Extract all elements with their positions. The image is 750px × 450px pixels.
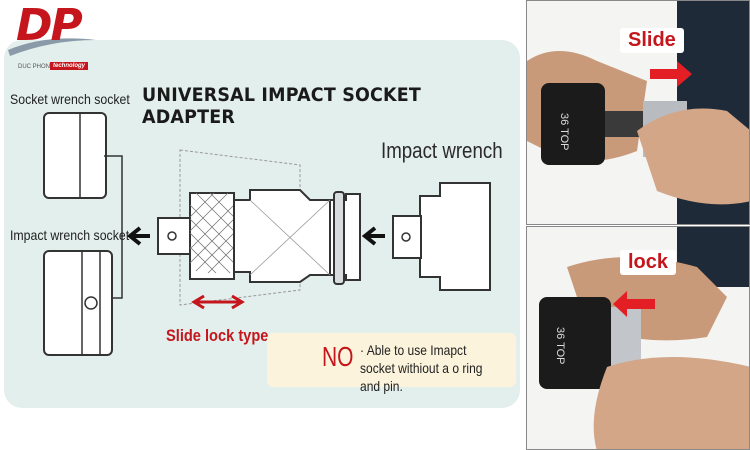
impact-socket-pin-hole <box>84 296 98 310</box>
socket-photo-bottom <box>539 297 611 389</box>
label-slide-lock-type: Slide lock type <box>166 326 269 345</box>
adapter-ghost-outline <box>179 149 301 306</box>
adapter-o-ring <box>333 191 345 285</box>
hand-right-top <box>637 108 749 205</box>
knurl-pattern <box>189 192 235 274</box>
note-box <box>267 333 516 387</box>
diagram-title: UNIVERSAL IMPACT SOCKET ADAPTER <box>142 84 421 128</box>
arrow-left-icon <box>126 226 150 246</box>
adapter-knurled-collar <box>189 192 235 280</box>
note-no-text: NO <box>322 341 354 372</box>
logo-mark: DP <box>16 0 83 51</box>
slide-arrow-icon <box>650 61 692 87</box>
logo-company-name: DUC PHONG <box>18 64 55 70</box>
socket-wrench-socket-shape <box>43 112 107 199</box>
socket-marking-bottom: 36 TOP <box>554 327 566 365</box>
socket-marking-top: 36 TOP <box>558 113 570 151</box>
photo-label-lock: lock <box>620 250 677 275</box>
label-impact-wrench-socket: Impact wrench socket <box>10 227 130 243</box>
impact-wrench-socket-shape <box>43 250 113 356</box>
logo-tagline: technology <box>50 62 89 70</box>
diagram-panel: DP DUC PHONG technology UNIVERSAL IMPACT… <box>4 0 520 408</box>
arrow-input-icon <box>361 226 385 246</box>
label-impact-wrench: Impact wrench <box>381 138 503 163</box>
note-description: · Able to use Imapct socket withiout a o… <box>360 342 483 394</box>
impact-wrench-anvil-ball <box>401 232 411 242</box>
adapter-body <box>233 189 331 283</box>
adapter-drive-ball <box>167 231 177 241</box>
lock-arrow-icon <box>613 291 655 317</box>
adapter-diagram <box>43 112 491 380</box>
logo-swoosh-icon <box>8 38 96 56</box>
socket-photo-top <box>541 83 605 165</box>
impact-wrench-shape <box>419 182 491 291</box>
slide-lock-arrow-icon <box>191 294 245 310</box>
adapter-cross-2 <box>249 199 331 276</box>
photo-slide-illustration: 36 TOP <box>527 1 749 224</box>
company-logo: DP DUC PHONG technology <box>6 0 98 70</box>
hand-bottom-photo <box>593 357 749 449</box>
photo-label-slide: Slide <box>620 28 684 53</box>
label-socket-wrench-socket: Socket wrench socket <box>10 91 130 107</box>
